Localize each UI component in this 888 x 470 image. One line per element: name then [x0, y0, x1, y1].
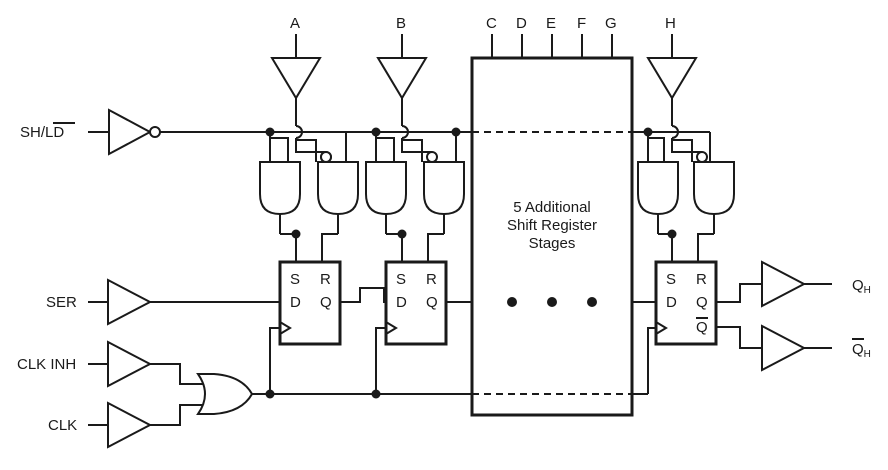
ser-buffer	[107, 278, 153, 326]
ff-a-d-pin: D	[290, 294, 301, 311]
ff-b-r-pin: R	[426, 271, 437, 288]
clock-or-gate	[196, 373, 254, 415]
input-b-buffer	[376, 57, 428, 100]
sh-ld-inverter	[108, 108, 153, 156]
qh-bar-output-buffer	[761, 324, 807, 372]
clk-inh-buffer	[107, 340, 153, 388]
ellipsis-dot-1	[507, 297, 517, 307]
qh-output-buffer	[761, 260, 807, 308]
qh-bar-output-label: QH	[852, 341, 871, 360]
ff-a-s-pin: S	[290, 271, 300, 288]
input-h-label: H	[665, 15, 676, 32]
clk-inh-label: CLK INH	[17, 356, 76, 373]
nand-reset-a	[317, 161, 359, 216]
ff-h-qbar-pin: Q	[696, 319, 708, 336]
flipflop-a	[278, 260, 342, 346]
input-e-label: E	[546, 15, 556, 32]
qh-output-label: QH	[852, 277, 871, 296]
input-d-label: D	[516, 15, 527, 32]
input-g-label: G	[605, 15, 617, 32]
ff-b-q-pin: Q	[426, 294, 438, 311]
block-line-3: Stages	[529, 235, 576, 252]
input-a-buffer	[270, 57, 322, 100]
input-b-label: B	[396, 15, 406, 32]
block-line-2: Shift Register	[507, 217, 597, 234]
ellipsis-dot-3	[587, 297, 597, 307]
input-f-label: F	[577, 15, 586, 32]
clk-label: CLK	[48, 417, 77, 434]
ff-a-r-pin: R	[320, 271, 331, 288]
clk-buffer	[107, 401, 153, 449]
ff-b-s-pin: S	[396, 271, 406, 288]
ff-h-d-pin: D	[666, 294, 677, 311]
input-a-label: A	[290, 15, 300, 32]
sh-ld-label: SH/LD	[20, 124, 64, 141]
input-c-label: C	[486, 15, 497, 32]
additional-stages-block	[470, 56, 634, 417]
ff-b-d-pin: D	[396, 294, 407, 311]
nand-set-b	[365, 161, 407, 216]
ellipsis-dot-2	[547, 297, 557, 307]
ff-a-q-pin: Q	[320, 294, 332, 311]
ff-h-r-pin: R	[696, 271, 707, 288]
flipflop-h	[654, 260, 718, 346]
block-line-1: 5 Additional	[513, 199, 591, 216]
input-h-buffer	[646, 57, 698, 100]
sh-ld-inverter-bubble	[149, 126, 161, 138]
nand-set-a	[259, 161, 301, 216]
nand-reset-b	[423, 161, 465, 216]
ff-h-q-pin: Q	[696, 294, 708, 311]
nand-set-h	[637, 161, 679, 216]
nand-reset-h	[693, 161, 735, 216]
flipflop-b	[384, 260, 448, 346]
ff-h-s-pin: S	[666, 271, 676, 288]
ser-label: SER	[46, 294, 77, 311]
